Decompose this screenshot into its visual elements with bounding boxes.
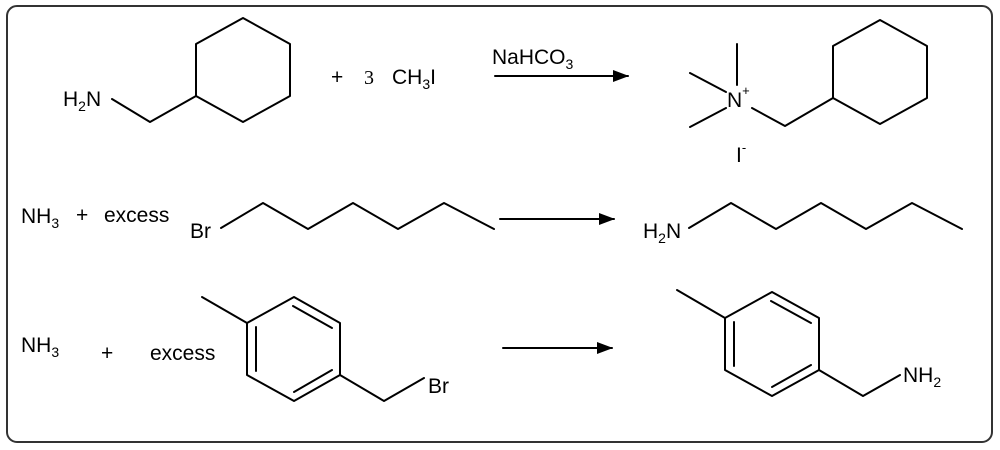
plus-sign: + (101, 342, 113, 365)
reaction-conditions: NaHCO3 (492, 46, 574, 72)
amine-label: H2N (63, 88, 101, 114)
bromomethyl-bonds (339, 374, 425, 402)
amine-label: NH2 (903, 364, 941, 390)
hexylamine-product: H2N (643, 202, 963, 246)
nitrogen-cation: N+ (727, 83, 750, 112)
stoichiometric-coefficient: 3 (364, 67, 374, 89)
cyclohexane-ring (195, 17, 291, 123)
aromatic-inner-bonds (733, 300, 812, 388)
cyclohexane-ring (832, 19, 928, 125)
plus-sign: + (331, 66, 343, 89)
methylbenzyl-bromide: Br (201, 296, 449, 402)
hexyl-chain (220, 202, 495, 230)
quaternary-ammonium-product: N+ I- (689, 19, 928, 167)
excess-label: excess (150, 342, 215, 365)
bromine-atom: Br (190, 220, 211, 243)
iodide-anion: I- (736, 140, 746, 167)
methyl-iodide: CH3I (392, 66, 436, 92)
ammonia: NH3 (21, 205, 59, 231)
reaction-2: NH3 + excess Br H2N (21, 202, 963, 246)
amine-label: H2N (643, 220, 681, 246)
ammonia: NH3 (21, 334, 59, 360)
aromatic-inner-bonds (255, 305, 333, 393)
methyl-bonds (689, 43, 738, 128)
reaction-1: H2N + 3 CH3I NaHCO3 N+ I- (63, 17, 928, 167)
methylene-bonds (751, 97, 834, 127)
scheme-frame (6, 5, 993, 443)
hexyl-chain (688, 202, 963, 230)
bromine-atom: Br (428, 375, 449, 398)
reaction-3: NH3 + excess Br NH2 (21, 289, 941, 402)
plus-sign: + (76, 204, 88, 227)
excess-label: excess (104, 204, 169, 227)
amine-chain-bonds (111, 95, 197, 123)
methyl-bond (676, 289, 726, 319)
methylbenzylamine-product: NH2 (676, 289, 941, 397)
aminomethyl-bonds (818, 369, 901, 397)
methyl-bond (201, 296, 248, 324)
cyclohexylmethylamine: H2N (63, 17, 291, 123)
